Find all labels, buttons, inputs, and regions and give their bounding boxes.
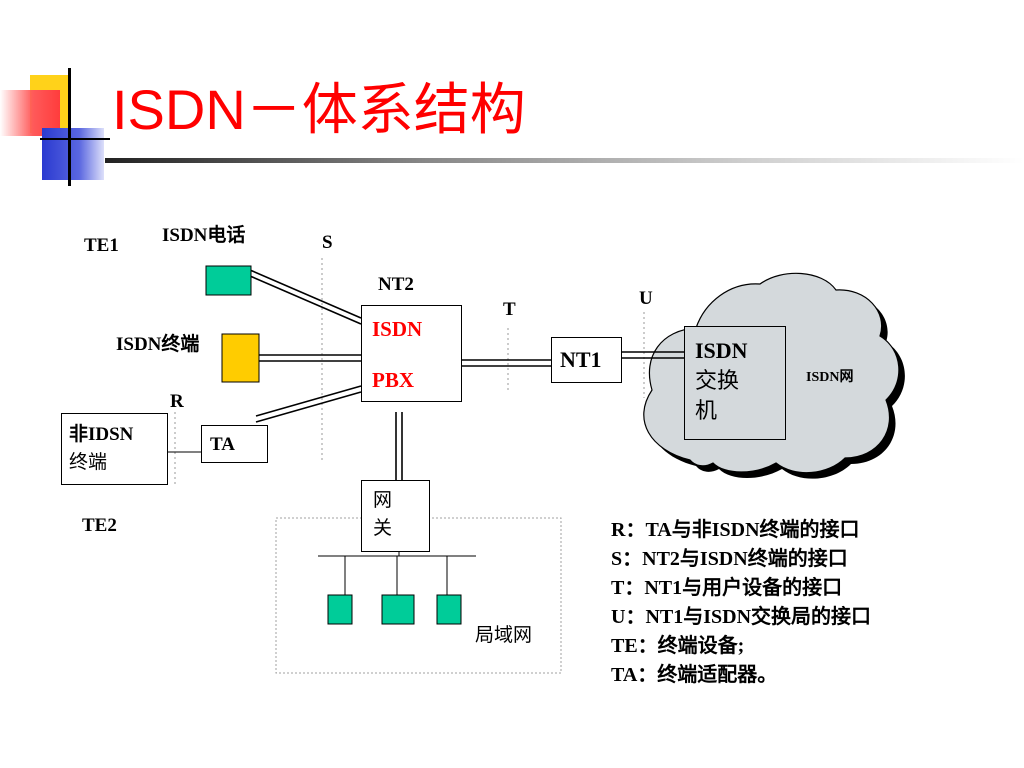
non-isdn-label-line2: 终端	[69, 452, 108, 473]
te2-label: TE2	[82, 515, 117, 536]
t-label: T	[503, 299, 516, 320]
title-underline	[105, 158, 1024, 163]
legend-item-ta: TA：终端适配器。	[611, 664, 778, 686]
isdn-network-label: ISDN网	[806, 370, 854, 385]
interface-legend: R：TA与非ISDN终端的接口 S：NT2与ISDN终端的接口 T：NT1与用户…	[611, 516, 871, 690]
lan-terminal-3	[436, 594, 462, 625]
link-pbx-nt1	[461, 359, 551, 367]
link-pbx-gateway	[395, 412, 403, 480]
gateway-label-line2: 关	[373, 518, 393, 539]
exchange-label-line1: ISDN	[695, 338, 748, 363]
non-isdn-label-line1: 非IDSN	[69, 424, 134, 445]
decor-vertical-line	[68, 68, 71, 186]
isdn-exchange-box: ISDN 交换 机	[684, 326, 786, 440]
isdn-terminal-label: ISDN终端	[116, 334, 200, 355]
u-label: U	[639, 288, 653, 309]
lan-terminal-2	[381, 594, 415, 625]
isdn-pbx-box: ISDN PBX	[361, 305, 462, 402]
isdn-phone-terminal	[205, 265, 252, 296]
non-isdn-terminal-box: 非IDSN 终端	[61, 413, 168, 485]
ta-label: TA	[210, 434, 235, 455]
s-label: S	[322, 232, 333, 253]
legend-item-s: S：NT2与ISDN终端的接口	[611, 548, 848, 570]
isdn-phone-label: ISDN电话	[162, 225, 246, 246]
decor-horizontal-line	[40, 138, 110, 140]
link-nt1-exchange	[622, 351, 684, 359]
ta-box: TA	[201, 425, 268, 463]
legend-item-t: T：NT1与用户设备的接口	[611, 577, 843, 599]
isdn-terminal	[221, 333, 260, 383]
legend-item-r: R：TA与非ISDN终端的接口	[611, 519, 860, 541]
nt1-label: NT1	[560, 347, 602, 372]
decor-blue-square	[42, 128, 104, 180]
decor-logo	[0, 0, 110, 190]
te1-label: TE1	[84, 235, 119, 256]
link-terminal-pbx	[259, 354, 361, 362]
nt1-box: NT1	[551, 337, 622, 383]
gateway-label-line1: 网	[373, 490, 393, 511]
legend-item-u: U：NT1与ISDN交换局的接口	[611, 606, 872, 628]
pbx-label-line2: PBX	[372, 368, 414, 392]
exchange-label-line3: 机	[695, 398, 718, 423]
pbx-label-line1: ISDN	[372, 317, 423, 341]
exchange-label-line2: 交换	[695, 368, 740, 393]
link-phone-pbx	[249, 269, 362, 325]
nt2-label: NT2	[378, 274, 414, 295]
legend-item-te: TE：终端设备;	[611, 635, 745, 657]
gateway-box: 网 关	[361, 480, 430, 552]
page-title: ISDN－体系结构	[112, 78, 526, 141]
link-ta-pbx	[255, 385, 362, 423]
r-label: R	[170, 391, 184, 412]
lan-terminal-1	[327, 594, 353, 625]
lan-label: 局域网	[475, 625, 533, 646]
